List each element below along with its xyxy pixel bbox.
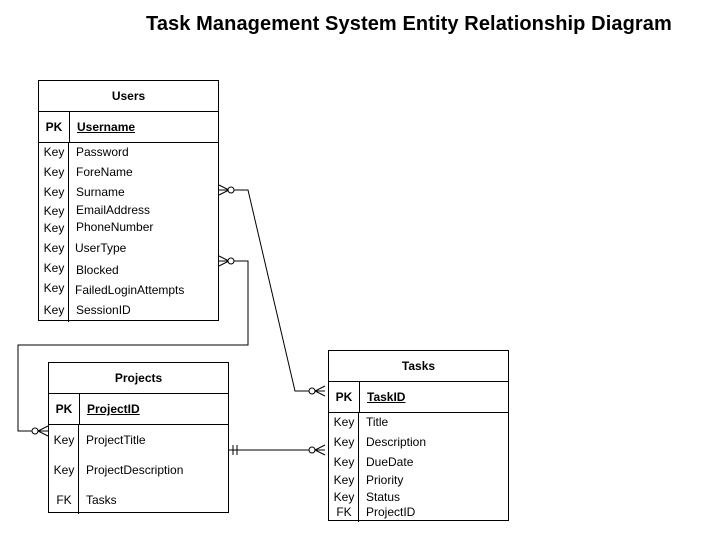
tasks-attr-priority: Priority: [366, 473, 404, 487]
users-pk-row: PK Username: [39, 112, 218, 143]
tasks-pk-field: TaskID: [367, 390, 406, 404]
projects-entity-header: Projects: [49, 363, 228, 394]
attr-key: FK: [56, 493, 72, 507]
tasks-pk-label: PK: [329, 382, 360, 412]
projects-attr-projecttitle: ProjectTitle: [86, 433, 146, 447]
users-attr-usertype: UserType: [75, 241, 127, 255]
users-entity[interactable]: Users PK Username Key Key Key Key Key Ke…: [38, 80, 219, 322]
projects-pk-label: PK: [49, 394, 80, 424]
diagram-title: Task Management System Entity Relationsh…: [146, 13, 672, 35]
users-attr-password: Password: [76, 145, 129, 159]
tasks-attributes: Key Key Key Key Key FK Title Description…: [329, 413, 508, 522]
users-pk-field: Username: [77, 120, 136, 134]
tasks-attr-title: Title: [366, 415, 389, 429]
users-tasks-connector: [218, 184, 326, 397]
projects-tasks-connector: [229, 444, 326, 456]
users-attr-phonenumber: PhoneNumber: [76, 220, 154, 234]
attr-key: Key: [333, 490, 355, 504]
users-pk-label: PK: [39, 112, 70, 142]
tasks-attr-status: Status: [366, 490, 401, 504]
projects-attr-projectdescription: ProjectDescription: [86, 463, 184, 477]
users-attr-blocked: Blocked: [76, 263, 119, 277]
tasks-attr-description: Description: [366, 435, 427, 449]
tasks-attr-duedate: DueDate: [366, 455, 414, 469]
attr-key: Key: [43, 261, 65, 275]
users-attributes: Key Key Key Key Key Key Key Key Key Pass…: [39, 143, 218, 322]
attr-key: Key: [43, 281, 65, 295]
attr-key: Key: [53, 433, 75, 447]
projects-pk-field: ProjectID: [87, 402, 140, 416]
projects-pk-row: PK ProjectID: [49, 394, 228, 425]
attr-key: Key: [333, 435, 355, 449]
attr-key: Key: [43, 204, 65, 218]
tasks-entity-header: Tasks: [329, 351, 508, 382]
projects-attributes: Key Key FK ProjectTitle ProjectDescripti…: [49, 425, 228, 514]
users-attr-forename: ForeName: [76, 165, 133, 179]
tasks-attr-projectid: ProjectID: [366, 505, 416, 519]
attr-key: Key: [43, 221, 65, 235]
attr-key: Key: [43, 241, 65, 255]
attr-key: Key: [43, 303, 65, 317]
attr-key: Key: [43, 185, 65, 199]
tasks-entity[interactable]: Tasks PK TaskID Key Key Key Key Key FK T…: [328, 350, 509, 522]
attr-key: Key: [53, 463, 75, 477]
tasks-pk-row: PK TaskID: [329, 382, 508, 413]
users-attr-surname: Surname: [76, 185, 125, 199]
users-entity-header: Users: [39, 81, 218, 112]
users-attr-failedloginattempts: FailedLoginAttempts: [75, 283, 185, 297]
projects-attr-tasks: Tasks: [86, 493, 117, 507]
attr-key: Key: [333, 415, 355, 429]
attr-key: FK: [336, 505, 352, 519]
users-attr-emailaddress: EmailAddress: [76, 203, 151, 217]
users-projects-connector: [17, 255, 249, 437]
attr-key: Key: [333, 473, 355, 487]
attr-key: Key: [43, 145, 65, 159]
attr-key: Key: [333, 455, 355, 469]
projects-entity[interactable]: Projects PK ProjectID Key Key FK Project…: [48, 362, 229, 514]
attr-key: Key: [43, 165, 65, 179]
users-attr-sessionid: SessionID: [76, 303, 131, 317]
